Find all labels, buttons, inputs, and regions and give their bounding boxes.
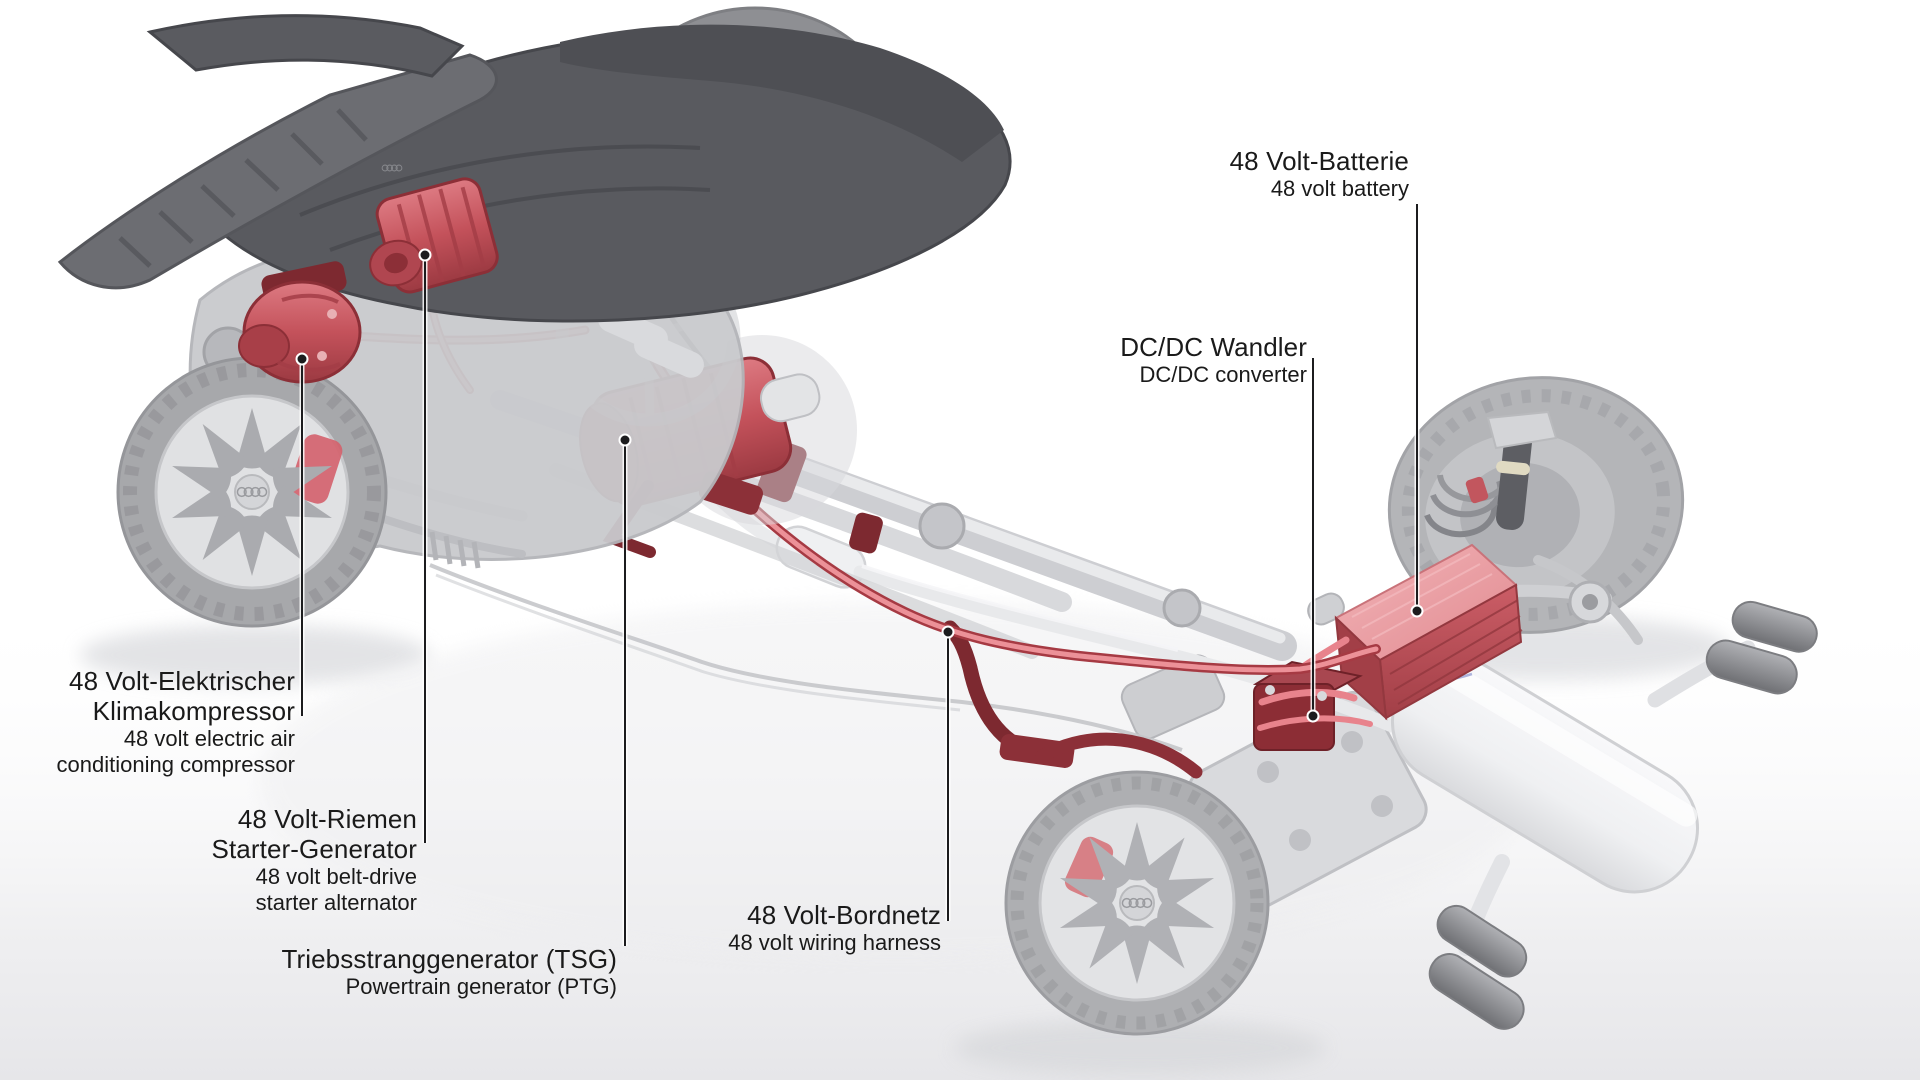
battery-label-de: 48 Volt-Batterie <box>1229 146 1409 176</box>
battery-leader-dot <box>1410 604 1424 618</box>
bsg-label-en1: 48 volt belt-drive <box>255 864 417 889</box>
bsg-label-de2: Starter-Generator <box>211 834 417 864</box>
belt-starter-generator-component <box>369 177 499 294</box>
dcdc-converter-label-en: DC/DC converter <box>1139 362 1307 387</box>
bsg-leader-dot <box>418 248 432 262</box>
ac-compressor-label-de2: Klimakompressor <box>92 696 295 726</box>
rear-left-wheel <box>1004 770 1270 1036</box>
battery-label: 48 Volt-Batterie 48 volt battery <box>1230 146 1409 202</box>
belt-starter-generator-label: 48 Volt-Riemen Starter-Generator 48 volt… <box>212 804 417 916</box>
ac-compressor-component <box>238 261 362 384</box>
ac-compressor-label: 48 Volt-Elektrischer Klimakompressor 48 … <box>57 666 295 778</box>
dcdc-converter-label: DC/DC Wandler DC/DC converter <box>1120 332 1307 388</box>
harness-label-en: 48 volt wiring harness <box>728 930 941 955</box>
exhaust-tailpipes-right <box>1705 600 1818 695</box>
ac-compressor-label-de1: 48 Volt-Elektrischer <box>69 666 295 696</box>
rear-right-suspension <box>1424 410 1643 645</box>
bsg-label-en2: starter alternator <box>255 890 417 915</box>
harness-leader-dot <box>941 625 955 639</box>
leader-lines <box>295 204 1424 946</box>
harness-label-de: 48 Volt-Bordnetz <box>747 900 941 930</box>
bsg-label-de1: 48 Volt-Riemen <box>237 804 417 834</box>
air-intake-duct <box>57 14 498 290</box>
powertrain-generator-label: Triebsstranggenerator (TSG) Powertrain g… <box>281 944 617 1000</box>
battery-component <box>1283 543 1523 721</box>
ac-compressor-label-en2: conditioning compressor <box>56 752 295 777</box>
tsg-label-en: Powertrain generator (PTG) <box>345 974 617 999</box>
tsg-label-de: Triebsstranggenerator (TSG) <box>281 944 617 974</box>
front-left-wheel <box>116 356 388 628</box>
ac-compressor-label-en1: 48 volt electric air <box>123 726 295 751</box>
dcdc-converter-label-de: DC/DC Wandler <box>1120 332 1307 362</box>
tsg-leader-dot <box>618 433 632 447</box>
battery-label-en: 48 volt battery <box>1270 176 1409 201</box>
exhaust-tailpipes-left <box>1428 904 1528 1030</box>
ac-leader-dot <box>295 352 309 366</box>
dcdc-leader-dot <box>1306 709 1320 723</box>
wiring-harness-label: 48 Volt-Bordnetz 48 volt wiring harness <box>728 900 941 956</box>
